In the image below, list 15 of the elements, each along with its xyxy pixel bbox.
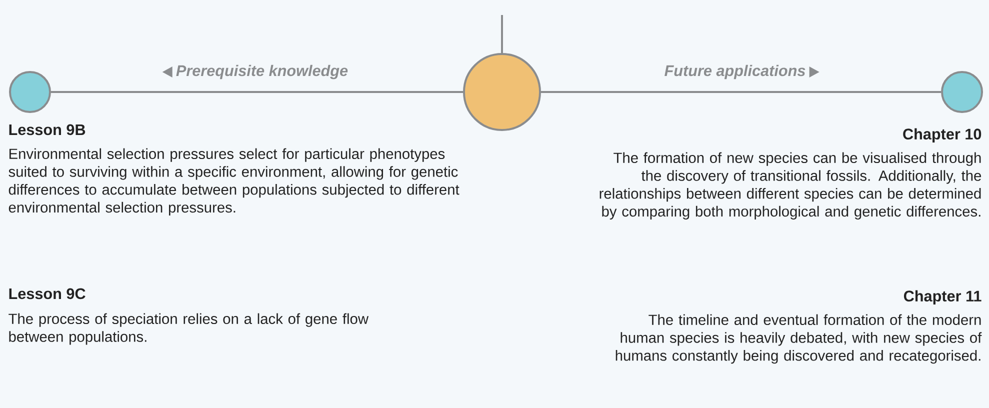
- lesson-heading: Chapter 11: [904, 290, 982, 305]
- connector-line: [51, 91, 463, 93]
- description-text: The timeline and eventual formation of the modern human species is heavily debated, with new species of humans constantly being discovered and recategorised.: [616, 314, 982, 364]
- edge-label: Prerequisite knowledge: [174, 64, 350, 80]
- circle-marker: [941, 71, 983, 113]
- lesson-heading: Lesson 9C: [9, 288, 86, 300]
- description-text: The process of speciation relies on a lack of gene flow between populations.: [8, 313, 369, 345]
- lesson-heading: Chapter 10: [903, 128, 982, 143]
- description-text: The formation of new species can be visualised through the discovery of transitional fossils. Additionally, the relationships between different species can be determined by comparing both morphological and genetic differences.: [600, 152, 982, 220]
- connector-line: [501, 15, 503, 53]
- description-text: Environmental selection pressures select for particular phenotypes suited to surviving within a specific environment, allowing for genetic differences to accumulate between populations subjected to different environmental selection pressures.: [8, 148, 460, 216]
- connector-line: [541, 91, 941, 93]
- edge-label: Future applications: [662, 64, 808, 80]
- circle-marker: [463, 53, 541, 131]
- circle-marker: [9, 71, 51, 113]
